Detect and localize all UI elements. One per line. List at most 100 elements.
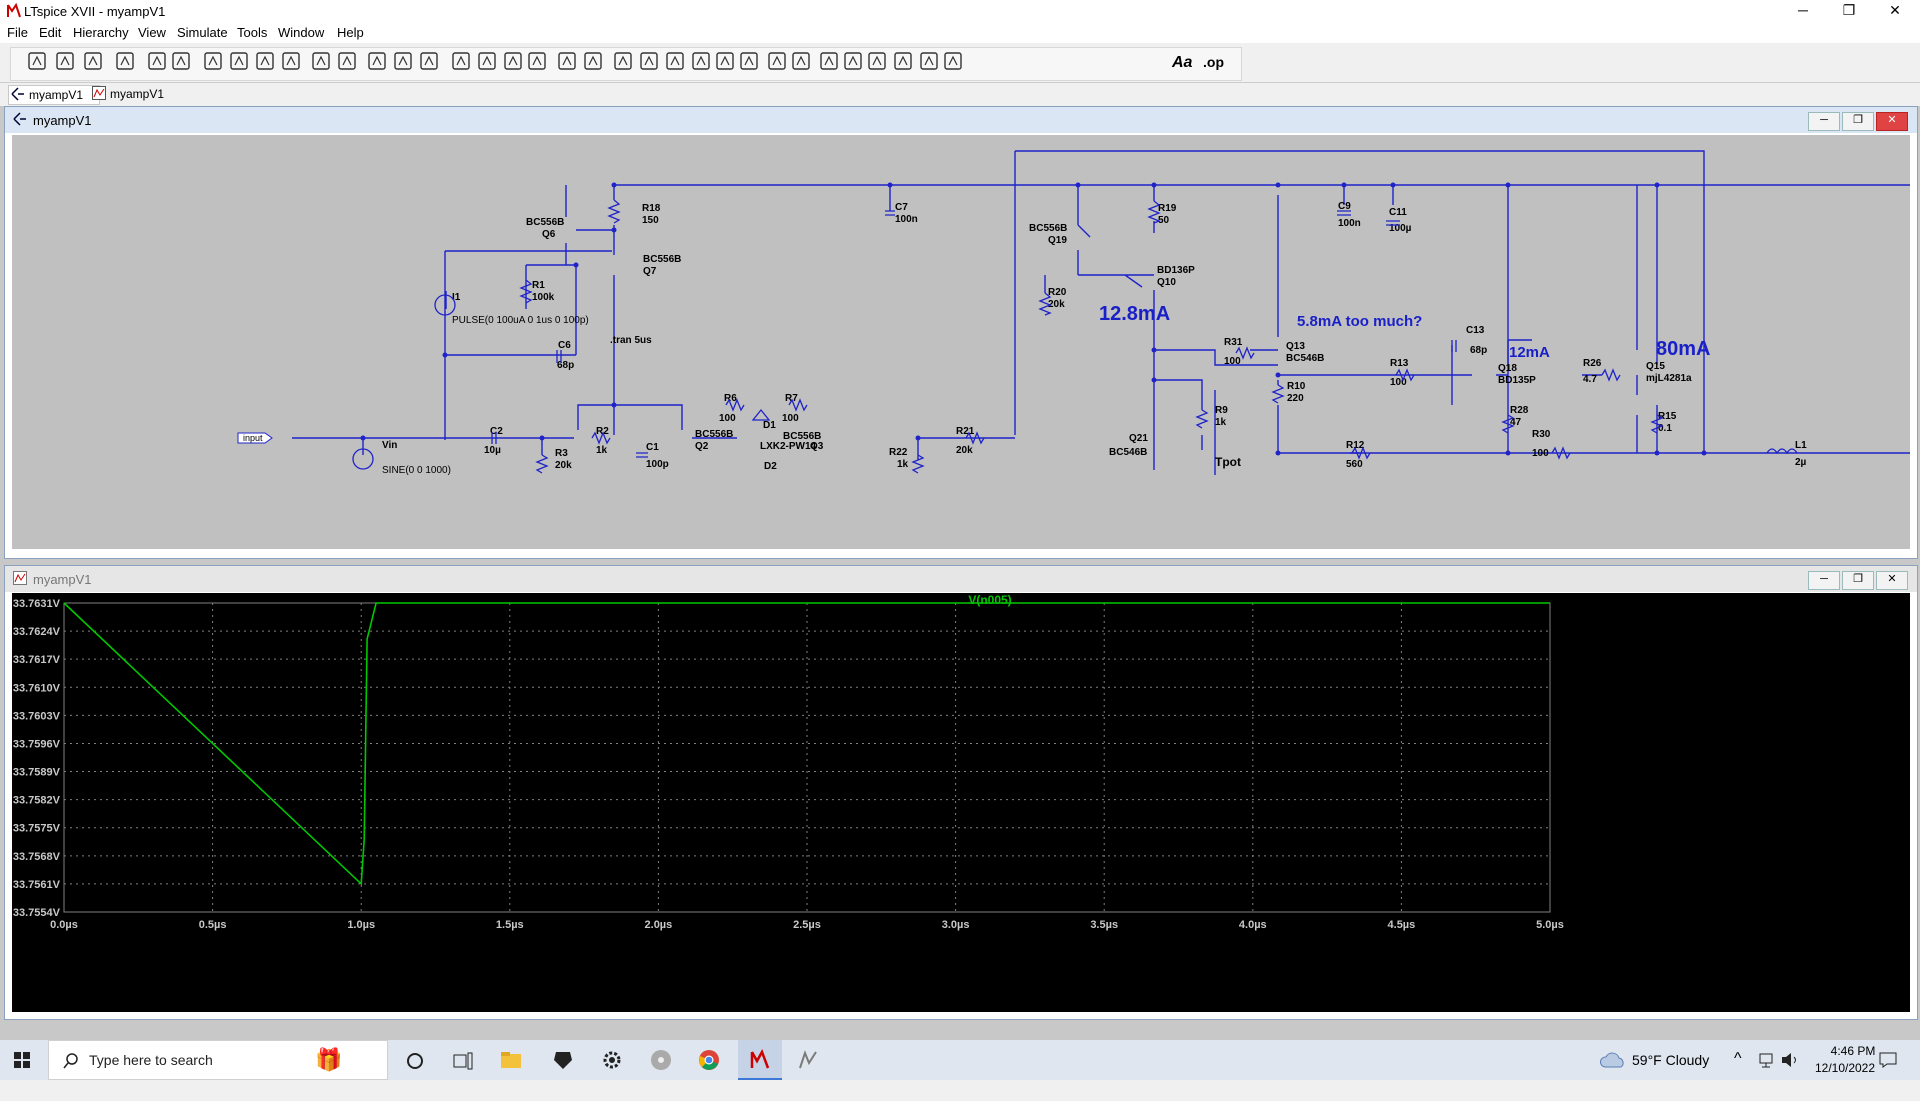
windows-start-icon[interactable] — [14, 1052, 30, 1068]
zoom-out-icon[interactable] — [254, 50, 280, 76]
svg-text:Q13: Q13 — [1286, 341, 1305, 352]
capacitor-icon[interactable] — [714, 50, 740, 76]
autorange-icon[interactable] — [310, 50, 336, 76]
y-tick-label: 33.7568V — [13, 851, 61, 863]
menu-hierarchy[interactable]: Hierarchy — [73, 25, 129, 40]
menu-tools[interactable]: Tools — [237, 25, 268, 40]
trace-label[interactable]: V(n005) — [968, 593, 1011, 607]
file-explorer-icon[interactable] — [500, 1050, 522, 1070]
find-icon[interactable] — [526, 50, 552, 76]
chevron-up-icon[interactable]: ^ — [1734, 1050, 1742, 1067]
minimize-button[interactable]: ─ — [1798, 2, 1808, 18]
pan-icon[interactable] — [170, 50, 196, 76]
menu-file[interactable]: File — [7, 25, 28, 40]
svg-text:C11: C11 — [1389, 207, 1407, 218]
fft-icon[interactable] — [336, 50, 362, 76]
print-icon[interactable] — [556, 50, 582, 76]
undo-icon[interactable] — [866, 50, 892, 76]
label-net-icon[interactable] — [664, 50, 690, 76]
svg-text:C1: C1 — [646, 442, 659, 453]
taskbar-ltspice-active[interactable] — [738, 1040, 782, 1080]
mirror-icon[interactable] — [942, 50, 968, 76]
inductor-icon[interactable] — [738, 50, 764, 76]
waveform-window-caption: myampV1 ─ ❐ ✕ — [5, 566, 1917, 592]
svg-text:Q19: Q19 — [1048, 235, 1067, 246]
tab-waveform[interactable]: myampV1 — [90, 85, 182, 103]
copy-icon[interactable] — [476, 50, 502, 76]
y-tick-label: 33.7617V — [13, 654, 61, 666]
tab-schematic[interactable]: myampV1 — [8, 85, 100, 105]
waveform-maximize-button[interactable]: ❐ — [1842, 571, 1874, 590]
notification-icon[interactable] — [1879, 1052, 1897, 1068]
disc-app-icon[interactable] — [650, 1049, 672, 1071]
tile-horizontal-icon[interactable] — [366, 50, 392, 76]
svg-text:SINE(0 0 1000): SINE(0 0 1000) — [382, 465, 451, 476]
halt-icon[interactable] — [146, 50, 172, 76]
waveform-close-button[interactable]: ✕ — [1876, 571, 1908, 590]
spice-directive-button[interactable]: .op — [1203, 54, 1224, 70]
network-icon[interactable] — [1758, 1052, 1774, 1068]
menu-simulate[interactable]: Simulate — [177, 25, 228, 40]
weather-text[interactable]: 59°F Cloudy — [1632, 1052, 1710, 1068]
svg-text:Q18: Q18 — [1498, 363, 1517, 374]
settings-icon[interactable] — [602, 1050, 622, 1070]
menu-help[interactable]: Help — [337, 25, 364, 40]
schematic-close-button[interactable]: ✕ — [1876, 112, 1908, 131]
annotation-12-8ma: 12.8mA — [1099, 303, 1170, 325]
input-port[interactable]: input — [237, 432, 273, 444]
ltspice-waveform-taskbar-icon[interactable] — [797, 1049, 819, 1071]
cascade-icon[interactable] — [392, 50, 418, 76]
x-tick-label: 1.0µs — [347, 919, 375, 931]
search-placeholder: Type here to search — [89, 1052, 213, 1068]
open-icon[interactable] — [54, 50, 80, 76]
zoom-in-icon[interactable] — [202, 50, 228, 76]
maximize-button[interactable]: ❐ — [1842, 2, 1856, 18]
schematic-maximize-button[interactable]: ❐ — [1842, 112, 1874, 131]
menu-edit[interactable]: Edit — [39, 25, 62, 40]
drag-icon[interactable] — [842, 50, 868, 76]
trace-v-n005[interactable] — [63, 602, 1550, 886]
clock-time[interactable]: 4:46 PM — [1830, 1044, 1876, 1058]
schematic-minimize-button[interactable]: ─ — [1808, 112, 1840, 131]
run-icon[interactable] — [26, 50, 52, 76]
zoom-back-icon[interactable] — [228, 50, 254, 76]
r18-label: R18 — [642, 203, 661, 214]
taskbar-search-box[interactable]: Type here to search 🎁 — [48, 1040, 388, 1080]
ltspice-app-icon — [7, 3, 21, 18]
waveform-chart[interactable]: V(n005) 33.7631V33.7624V33.7617V33.7610V… — [12, 593, 1910, 1012]
save-icon[interactable] — [82, 50, 108, 76]
component-icon[interactable] — [790, 50, 816, 76]
cut-icon[interactable] — [450, 50, 476, 76]
redo-icon[interactable] — [892, 50, 918, 76]
waveform-minimize-button[interactable]: ─ — [1808, 571, 1840, 590]
clock-date[interactable]: 12/10/2022 — [1814, 1061, 1876, 1075]
move-icon[interactable] — [818, 50, 844, 76]
volume-icon[interactable] — [1781, 1052, 1799, 1068]
brave-browser-icon[interactable] — [552, 1049, 574, 1071]
svg-text:R20: R20 — [1048, 287, 1067, 298]
close-button[interactable]: ✕ — [1889, 2, 1901, 18]
menu-window[interactable]: Window — [278, 25, 325, 40]
svg-text:Vin: Vin — [382, 440, 397, 451]
mdi-area: myampV1 ─ ❐ ✕ — [0, 106, 1920, 1041]
svg-text:100µ: 100µ — [1389, 223, 1412, 234]
cortana-icon[interactable] — [406, 1052, 424, 1070]
chrome-icon[interactable] — [698, 1049, 720, 1071]
resistor-icon[interactable] — [690, 50, 716, 76]
rotate-icon[interactable] — [918, 50, 944, 76]
draw-wire-icon[interactable] — [612, 50, 638, 76]
menu-view[interactable]: View — [138, 25, 166, 40]
print-preview-icon[interactable] — [582, 50, 608, 76]
task-view-icon[interactable] — [453, 1052, 473, 1070]
text-button[interactable]: Aa — [1172, 54, 1193, 71]
diode-icon[interactable] — [766, 50, 792, 76]
ground-icon[interactable] — [638, 50, 664, 76]
zoom-extents-icon[interactable] — [280, 50, 306, 76]
svg-text:.tran 5us: .tran 5us — [610, 335, 652, 346]
control-panel-icon[interactable] — [114, 50, 140, 76]
y-tick-label: 33.7603V — [13, 710, 61, 722]
tile-vertical-icon[interactable] — [418, 50, 444, 76]
paste-icon[interactable] — [502, 50, 528, 76]
